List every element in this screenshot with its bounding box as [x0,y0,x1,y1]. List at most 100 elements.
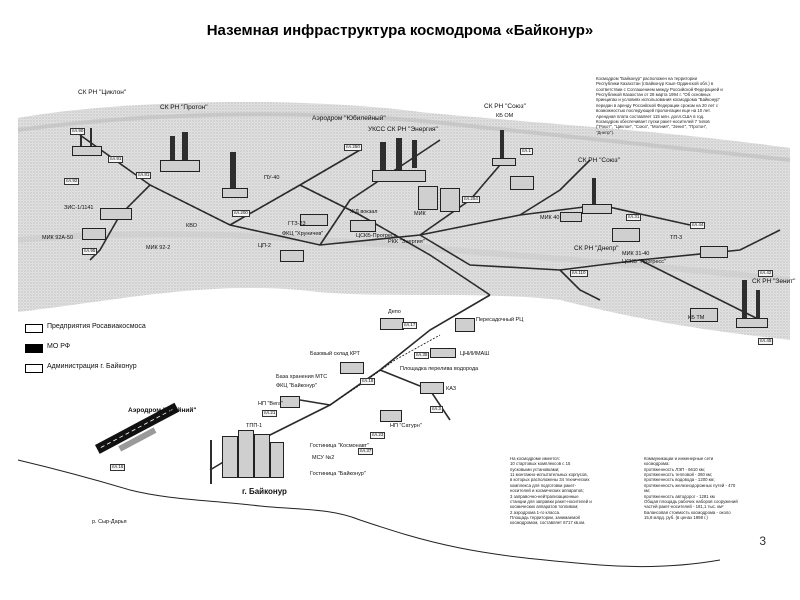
pad-tag: пл.92 [64,178,80,185]
info-line: Космодром "Байконур" расположен на терри… [596,76,697,81]
info-block-bottom-left: На космодроме имеется: 10 стартовых комп… [510,456,592,526]
info-line: Общая площадь рабочих наборов сооружений [644,498,738,504]
legend-swatch [25,324,43,333]
pad-tag: пл.21 [262,410,278,417]
pad-tag: пл.35 [414,352,430,359]
label-mss: МСУ №2 [312,455,335,461]
river-syr-darya [17,459,721,568]
label-sk-proton: СК РН "Протон" [160,104,208,111]
info-line: протяженность ЛЭП - 6610 км; [644,466,705,472]
info-block-top: Космодром "Байконур" расположен на терри… [596,76,723,135]
info-line: Коммуникации и инженерные сети [644,456,714,461]
info-line: Республики Казахстан (г.Байконур Кзыл-Ор… [596,81,714,87]
pad-tag: пл.95 [82,248,98,255]
facility-label: ФКЦ "Хруничев" [282,231,324,237]
facility-label: ЦСКБ "Прогресс" [622,259,666,265]
label-sk-soyuz-right: СК РН "Союз" [578,157,620,164]
info-line: пусковыми установками; [510,466,560,472]
legend-swatch [25,364,43,373]
pad-tag: пл.1 [520,148,533,155]
label-sk-cyclone: СК РН "Циклон" [78,89,127,96]
pad-tag: пл.110 [570,270,588,277]
label-hotel-baikonur: Гостиница "Байконур" [310,471,366,477]
info-line: протяженность водовода - 1200 км; [644,477,715,483]
info-line: носителей и космических аппаратов; [510,488,584,494]
pad-tag: пл.44 [690,222,706,229]
facility-label: ФКЦ "Байконур" [276,383,317,389]
info-line: ("Рокот", "Циклон", "Союз", "Молния", "З… [596,124,708,130]
pad-tag: пл.23 [370,432,386,439]
pad-tag: пл.17 [402,322,418,329]
info-line: станции для заправки ракет-носителей и [510,498,592,504]
facility-label: КВО [186,223,197,229]
facility-label: ГТЗ-23 [288,221,306,227]
info-line: комплекса для подготовки ракет- [510,482,577,488]
info-line: Космодром обеспечивает пуски ракет-носит… [596,118,710,124]
info-block-bottom-right: Коммуникации и инженерные сети космодром… [644,456,738,520]
legend-swatch [25,344,43,353]
pad-tag: пл.45 [758,338,774,345]
info-line: Балансовая стоимость космодрома - около [644,509,731,515]
info-line: Площадь территории, занимаемой [510,514,580,520]
terrain-area [18,101,790,340]
label-sk-dnepr: СК РН "Днепр" [574,245,619,252]
info-line: "Днепр"). [596,129,615,135]
pad-tag: пл.18 [360,378,376,385]
legend-label: Предприятия Росавиакосмоса [47,323,146,330]
page-number: 3 [759,534,766,548]
facility-label: МИК 92-2 [146,245,171,251]
label-spp: Пересадочный РЦ [476,317,524,323]
facility-label: ЦНИИМАШ [460,351,490,357]
facility-label: КБ ТМ [688,315,705,321]
label-ukss-energy: УКСС СК РН "Энергия" [368,126,438,133]
airfield-krayny-runway [95,402,180,454]
slide-title: Наземная инфраструктура космодрома «Байк… [206,22,594,39]
pad-tag: пл.81 [136,172,152,179]
facility-label: ТП-3 [670,235,683,241]
pad-tag: пл.90 [70,128,86,135]
info-line: соответствии с Соглашением между Российс… [596,86,723,92]
label-base-mts: База хранения МТС [276,374,328,380]
facility-label: МИК [414,211,426,217]
info-line: км; [644,488,651,494]
facility-label: ТПП-1 [246,423,263,429]
info-line: 2 аэродрома 1-го класса. [510,509,561,515]
label-nip-vega: НП "Вега" [258,401,284,407]
facility-label: ЖД вокзал [350,209,378,215]
pad-tag: пл.250 [344,144,362,151]
info-line: космодрома: [644,461,670,467]
label-depot: Депо [388,309,401,315]
facility-label: РКК "Энергия" [388,239,425,245]
label-base-krt: Базовый склад КРТ [310,351,360,357]
label-hotel-cosmonaut: Гостиница "Космонавт" [310,443,370,449]
facility-label: КБ ОМ [496,113,514,119]
info-line: 10 стартовых комплексов с 15 [510,461,571,467]
label-city: г. Байконур [242,487,287,496]
facility-label: ЦП-2 [258,243,271,249]
info-line: протяженность автодорог - 1281 км [644,493,715,499]
pad-tag: пл.42 [758,270,774,277]
pad-tag: пл.37 [358,448,374,455]
info-line: космических аппаратов топливом; [510,504,579,510]
pad-tag: пл.16 [110,464,126,471]
legend-label: МО РФ [47,343,71,350]
info-line: Арендная плата составляет 115 млн. долл.… [596,113,705,119]
label-sk-zenit: СК РН "Зенит" [752,278,796,285]
info-line: На космодроме имеется: [510,456,560,461]
info-line: передан в аренду Российской Федерации ср… [596,102,719,108]
facility-label: ЗИС-1/1141 [64,205,94,211]
pad-tag: пл.200 [232,210,250,217]
pad-tag: пл.31 [626,214,642,221]
facility-label: МИК 40 [540,215,560,221]
label-kaz: КАЗ [446,386,457,392]
label-hydrogen: Площадка перелива водорода [400,366,479,372]
info-line: принципах и условиях использования космо… [596,97,721,103]
info-line: возможностью последующей пролонгации еще… [596,108,711,114]
label-airfield-krayny: Аэродром "Крайний" [128,407,197,414]
facility-label: ПУ-40 [264,175,280,181]
label-nip-saturn: НП "Сатурн" [390,423,422,429]
info-line: протяженность тепловой - 360 км; [644,472,713,478]
info-line: 3 заправочно-нейтрализационные [510,493,579,499]
info-line: 15,8 млрд. руб. (в ценах 1998 г.) [644,514,708,520]
